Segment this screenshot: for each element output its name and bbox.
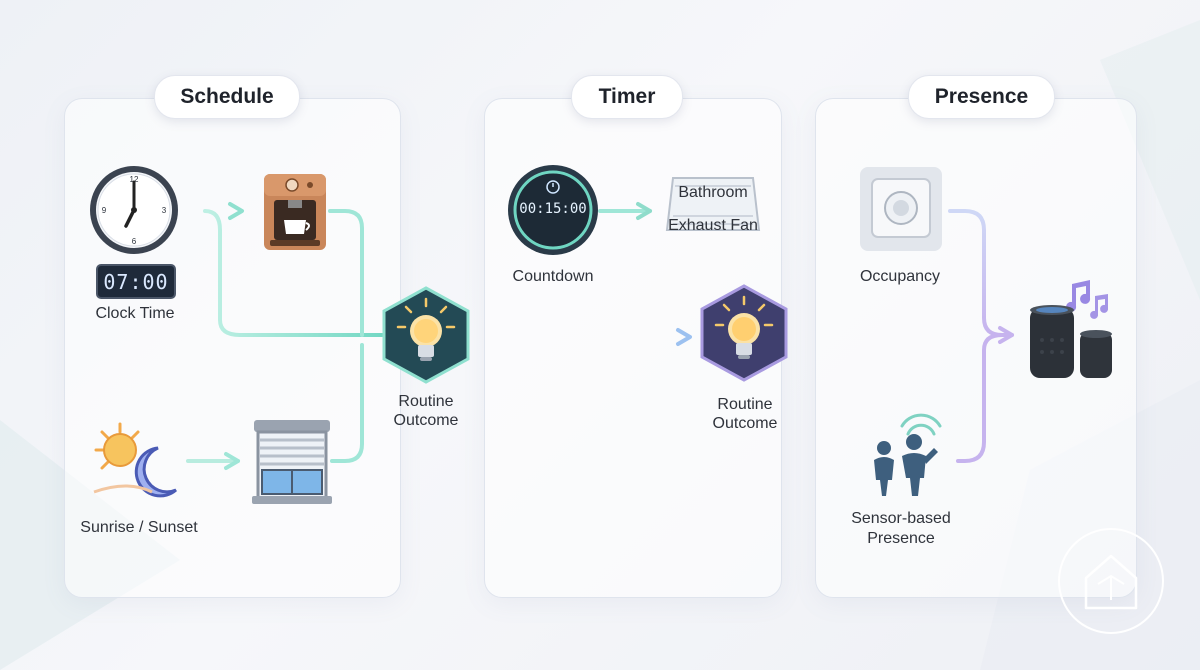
countdown-timer-icon <box>508 165 598 255</box>
exhaust-fan-label-line1: Bathroom <box>678 184 748 201</box>
digital-clock-time: 07:00 <box>103 269 169 294</box>
people-presence-icon <box>874 413 942 496</box>
wire-blinds-routine <box>330 343 364 463</box>
home-logo-icon <box>1058 528 1164 634</box>
smart-speaker-icon <box>1030 280 1112 378</box>
routine-outcome-2-label-line2: Outcome <box>712 415 778 432</box>
presence-section-title: Presence <box>908 75 1055 119</box>
countdown-label: Countdown <box>512 268 594 285</box>
light-bulb-icon <box>382 286 470 384</box>
coffee-machine-icon <box>264 174 326 250</box>
light-bulb-icon <box>700 284 788 382</box>
wire-coffee-routine <box>328 209 364 337</box>
digital-clock-display: 07:00 <box>96 264 176 299</box>
occupancy-sensor-icon <box>860 167 942 251</box>
svg-text:6: 6 <box>132 237 137 246</box>
timer-section-title: Timer <box>571 75 683 119</box>
occupancy-label: Occupancy <box>859 268 941 285</box>
routine-outcome-1-label-line2: Outcome <box>393 412 459 429</box>
wire-clock-routine <box>203 209 384 337</box>
sunrise-sunset-label: Sunrise / Sunset <box>80 519 198 536</box>
routine-outcome-2-label-line1: Routine <box>717 396 773 413</box>
schedule-section-title: Schedule <box>154 75 300 119</box>
sensor-presence-label-line2: Presence <box>867 530 935 547</box>
wire-people-speaker <box>956 333 1004 463</box>
analog-clock-icon: 12 3 6 9 <box>90 166 178 254</box>
clock-time-label: Clock Time <box>95 305 175 322</box>
exhaust-fan-label-line2: Exhaust Fan <box>668 217 758 234</box>
exhaust-fan-icon <box>665 177 761 231</box>
window-blinds-icon <box>252 420 332 504</box>
sensor-presence-label-line1: Sensor-based <box>851 510 951 527</box>
svg-text:9: 9 <box>102 206 107 215</box>
countdown-display: 00:15:00 <box>519 201 587 217</box>
sun-moon-icon <box>93 422 177 498</box>
routine-outcome-1-label-line1: Routine <box>398 393 454 410</box>
svg-text:3: 3 <box>162 206 167 215</box>
svg-text:12: 12 <box>130 175 139 184</box>
